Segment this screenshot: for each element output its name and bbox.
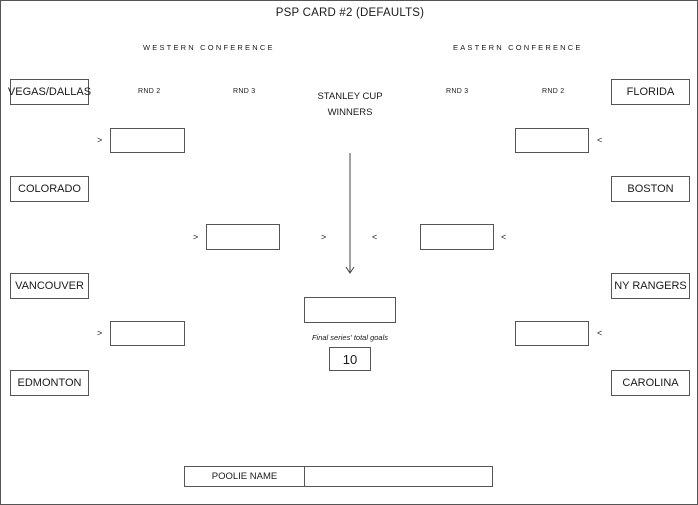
- east-rnd2-pick-bottom[interactable]: [515, 321, 589, 346]
- left-arrow-icon: <: [501, 232, 507, 242]
- left-arrow-icon: <: [597, 328, 603, 338]
- east-rnd2-pick-top[interactable]: [515, 128, 589, 153]
- west-team-2: COLORADO: [10, 176, 89, 202]
- west-rnd3-pick[interactable]: [206, 224, 280, 250]
- winners-label: WINNERS: [327, 107, 373, 118]
- east-round-2-heading: RND 2: [542, 88, 565, 95]
- poolie-name-label: POOLIE NAME: [184, 466, 305, 487]
- right-arrow-icon: >: [193, 232, 199, 242]
- left-arrow-icon: <: [597, 135, 603, 145]
- east-rnd3-pick[interactable]: [420, 224, 494, 250]
- west-team-4: EDMONTON: [10, 370, 89, 396]
- west-rnd2-pick-top[interactable]: [110, 128, 185, 153]
- eastern-conference-heading: EASTERN CONFERENCE: [453, 43, 583, 52]
- poolie-name-input[interactable]: [304, 466, 493, 487]
- west-rnd2-pick-bottom[interactable]: [110, 321, 185, 346]
- right-arrow-icon: >: [97, 328, 103, 338]
- card-title: PSP CARD #2 (DEFAULTS): [275, 7, 425, 19]
- west-round-3-heading: RND 3: [233, 88, 256, 95]
- west-round-2-heading: RND 2: [138, 88, 161, 95]
- final-goals-label: Final series' total goals: [311, 333, 389, 342]
- right-arrow-icon: >: [97, 135, 103, 145]
- east-team-1: FLORIDA: [611, 79, 690, 105]
- east-round-3-heading: RND 3: [446, 88, 469, 95]
- west-team-3: VANCOUVER: [10, 273, 89, 299]
- west-team-1: VEGAS/DALLAS: [8, 79, 91, 105]
- western-conference-heading: WESTERN CONFERENCE: [143, 43, 275, 52]
- east-team-4: CAROLINA: [611, 370, 690, 396]
- right-arrow-icon: >: [321, 232, 327, 242]
- stanley-cup-heading: STANLEY CUP WINNERS: [299, 89, 401, 121]
- cup-winner-pick[interactable]: [304, 297, 396, 323]
- left-arrow-icon: <: [372, 232, 378, 242]
- east-team-3: NY RANGERS: [611, 273, 690, 299]
- final-goals-input[interactable]: 10: [329, 347, 371, 371]
- down-arrow-icon: [345, 153, 355, 274]
- stanley-cup-label: STANLEY CUP: [317, 91, 383, 102]
- east-team-2: BOSTON: [611, 176, 690, 202]
